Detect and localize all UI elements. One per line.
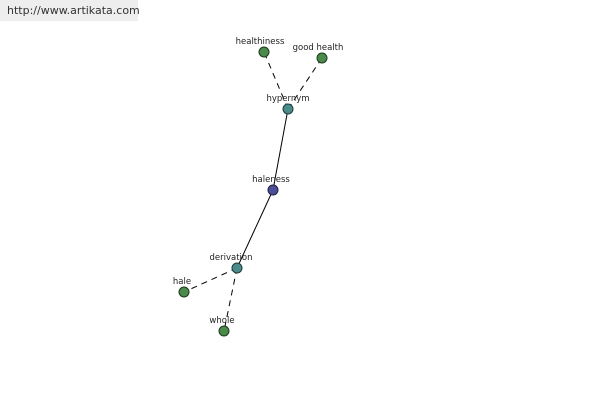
edge-haleness-derivation (236, 189, 274, 269)
edge-haleness-hypernym (272, 108, 289, 191)
node-healthiness[interactable] (258, 46, 270, 58)
label-good-health: good health (293, 43, 344, 53)
edge-derivation-hale (183, 267, 238, 293)
label-haleness: haleness (252, 175, 290, 185)
node-derivation[interactable] (231, 262, 243, 274)
node-whole[interactable] (218, 325, 230, 337)
node-hypernym[interactable] (282, 103, 294, 115)
source-url-link[interactable]: http://www.artikata.com (7, 4, 140, 17)
node-hale[interactable] (178, 286, 190, 298)
node-haleness[interactable] (267, 184, 279, 196)
label-derivation: derivation (209, 253, 252, 263)
label-whole: whole (209, 316, 234, 326)
label-healthiness: healthiness (236, 37, 285, 47)
label-hypernym: hypernym (266, 94, 309, 104)
label-hale: hale (173, 277, 191, 287)
node-good-health[interactable] (316, 52, 328, 64)
source-url-bar: http://www.artikata.com (0, 0, 140, 21)
